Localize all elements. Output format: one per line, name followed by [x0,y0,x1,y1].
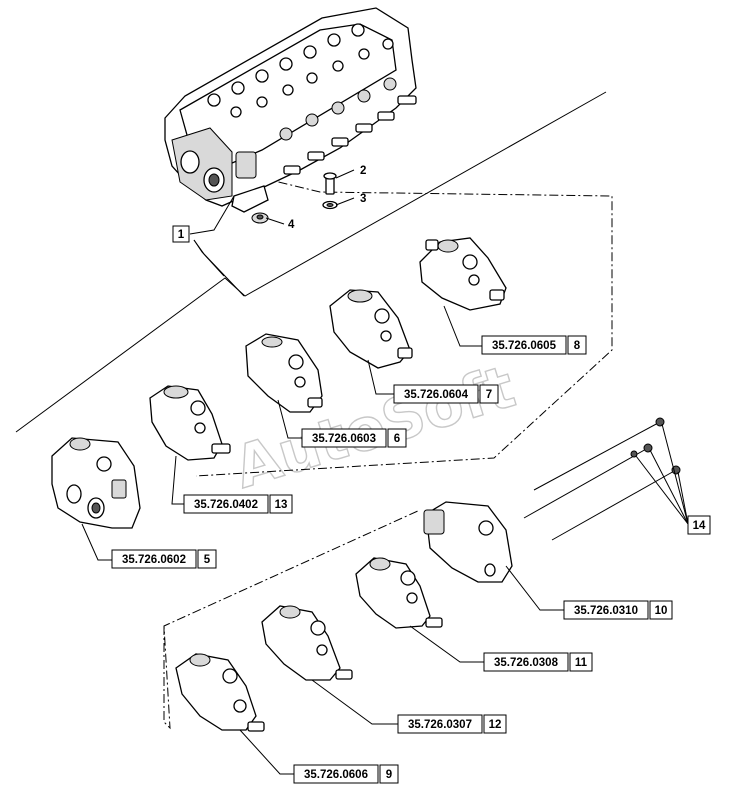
spool-spools-top [207,23,397,141]
upper-assembly-bracket [195,177,613,477]
callout-number: 8 [574,340,581,352]
section-5-valve [51,437,141,529]
callout-8[interactable]: 35.726.0605 8 [481,335,587,355]
section-9-valve [175,653,265,732]
bolt-part [323,172,337,195]
part-number: 35.726.0308 [494,657,559,669]
callout-13[interactable]: 35.726.0402 13 [183,494,293,514]
part-number: 35.726.0605 [492,340,557,352]
callout-12[interactable]: 35.726.0307 12 [397,714,507,734]
section-10-valve [423,501,513,583]
callout-number: 3 [360,193,366,205]
section-13-valve [149,385,231,461]
callout-2[interactable]: 2 [360,165,366,177]
spool-ends [283,95,417,175]
callout-number: 1 [178,229,185,241]
callout-number: 10 [655,605,668,617]
callout-5[interactable]: 35.726.0602 5 [111,549,217,569]
callout-number: 7 [486,389,492,401]
callout-4[interactable]: 4 [288,219,295,231]
callout-10[interactable]: 35.726.0310 10 [563,600,673,620]
section-8-valve [419,237,507,311]
callout-6[interactable]: 35.726.0603 6 [301,428,407,448]
callout-number: 11 [575,657,588,669]
section-7-valve [329,289,413,369]
callout-number: 12 [489,719,502,731]
part-number: 35.726.0604 [404,389,469,401]
callout-7[interactable]: 35.726.0604 7 [393,384,499,404]
callout-number: 9 [386,769,392,781]
main-valve-assembly [164,7,417,213]
section-6-valve [245,333,323,413]
washer-hole [326,203,334,207]
callout-9[interactable]: 35.726.0606 9 [293,764,399,784]
part-number: 35.726.0602 [122,554,186,566]
callout-number: 2 [360,165,366,177]
leader-lines [81,169,689,775]
section-11-valve [355,557,443,629]
tie-rods [523,417,681,541]
part-number: 35.726.0606 [304,769,368,781]
callout-number: 13 [275,499,288,511]
callout-3[interactable]: 3 [360,193,366,205]
callout-number: 5 [204,554,211,566]
nut-part [251,212,269,224]
callout-14[interactable]: 14 [687,515,711,535]
callout-11[interactable]: 35.726.0308 11 [483,652,593,672]
section-12-valve [261,605,353,681]
part-number: 35.726.0310 [574,605,638,617]
callout-number: 4 [288,219,295,231]
part-number: 35.726.0603 [312,433,376,445]
part-number: 35.726.0307 [408,719,472,731]
part-number: 35.726.0402 [194,499,258,511]
callout-number: 6 [394,433,400,445]
callout-1[interactable]: 1 [172,225,190,243]
callout-number: 14 [693,520,706,532]
